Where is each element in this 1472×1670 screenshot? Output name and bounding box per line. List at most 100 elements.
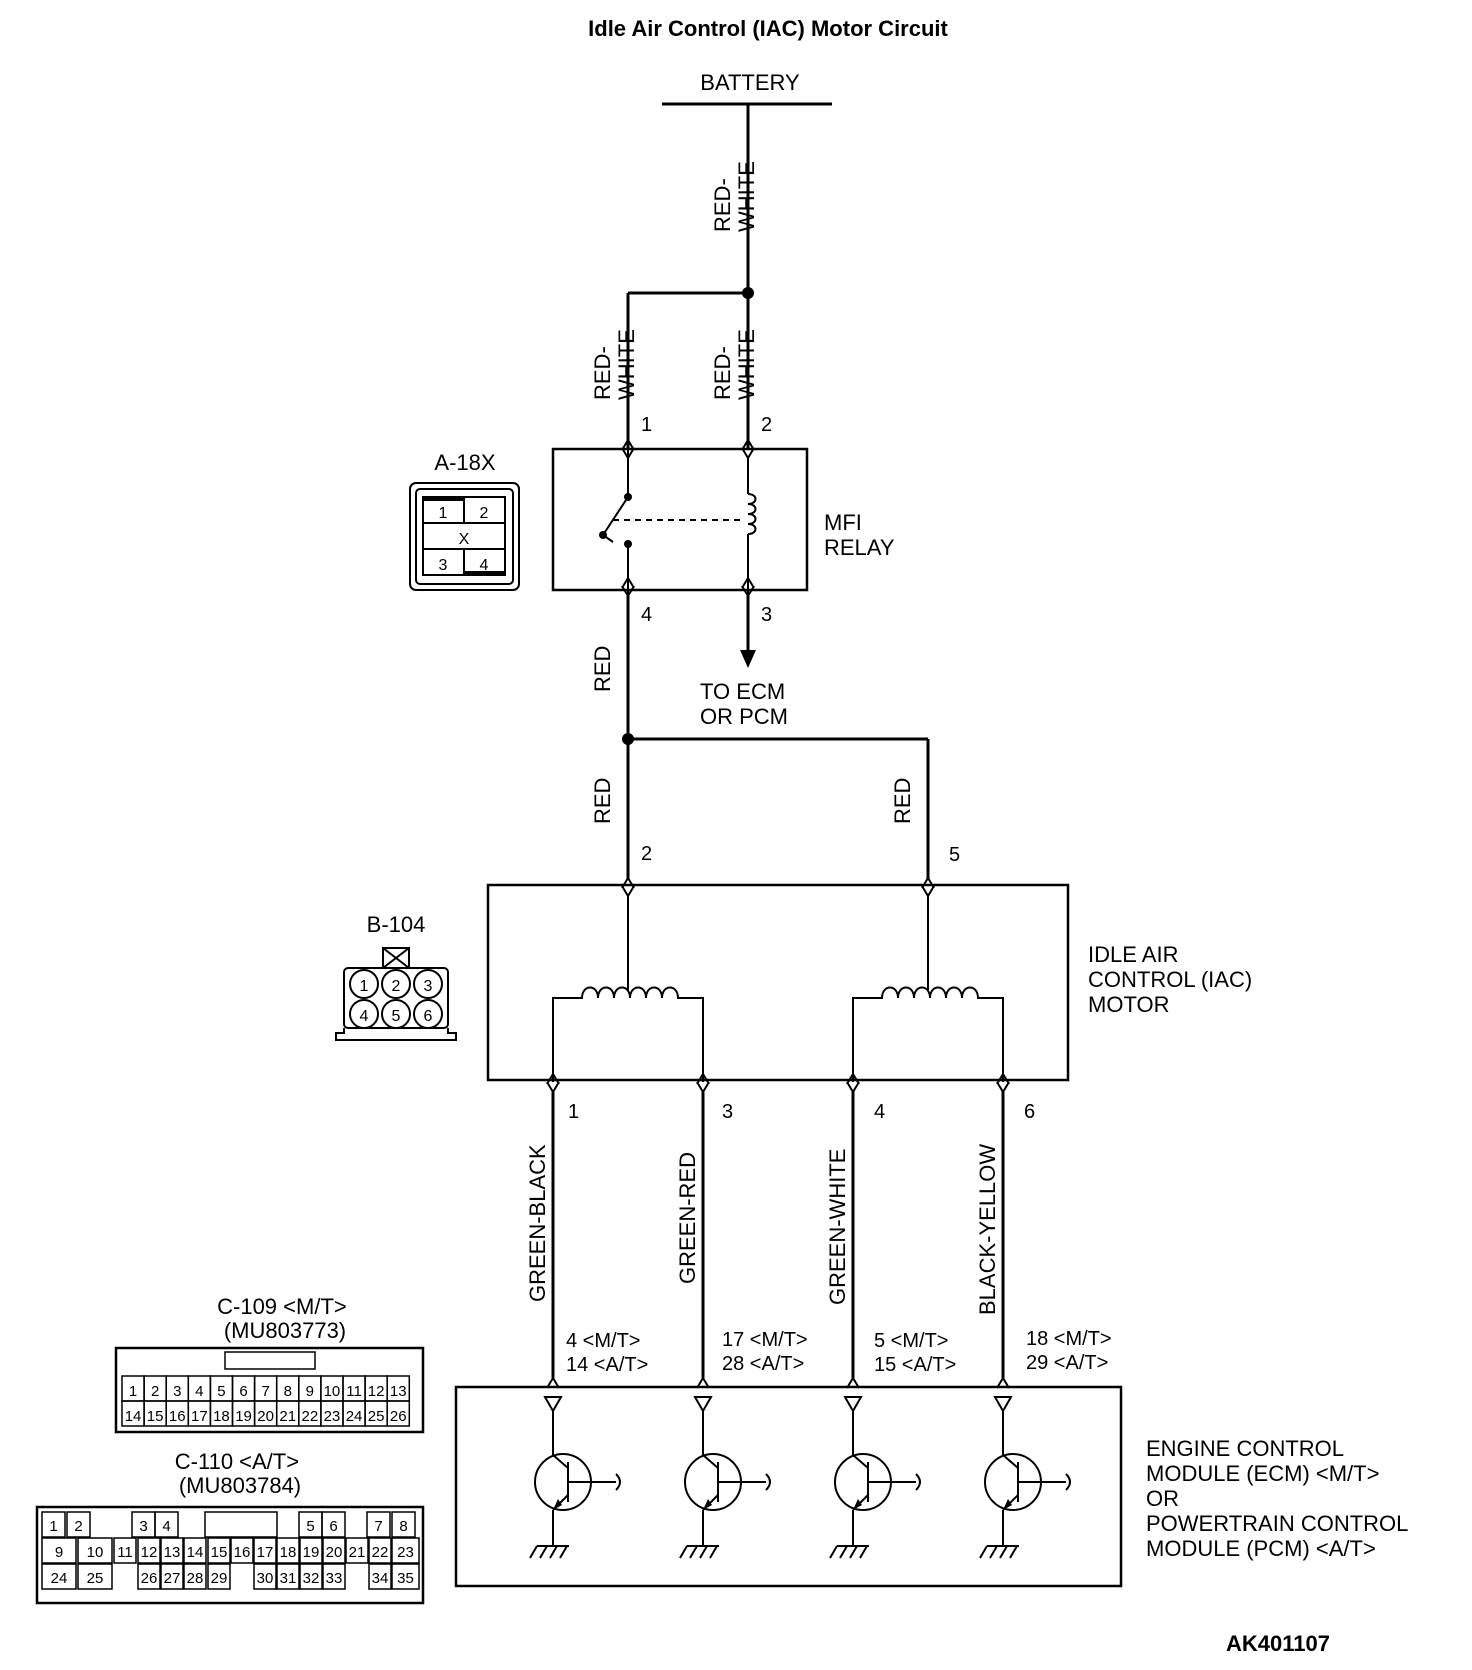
battery-label: BATTERY — [700, 70, 800, 95]
connector-pin-cell: 18 — [213, 1408, 230, 1425]
connector-pin-cell: 6 — [239, 1383, 247, 1400]
ecm-driver-1 — [529, 1377, 621, 1559]
connector-pin-cell: 27 — [164, 1570, 181, 1587]
connector-pin-cell: 19 — [303, 1544, 320, 1561]
connector-pin-cell: 20 — [257, 1408, 274, 1425]
connector-pin-cell: 8 — [399, 1518, 407, 1535]
connector-pin-cell: 12 — [368, 1383, 385, 1400]
connector-pin-cell: 29 — [211, 1570, 228, 1587]
wire-label-relay-in-2: RED- WHITE — [710, 329, 759, 400]
connector-pin-cell: 2 — [74, 1518, 82, 1535]
connector-pin-cell: 34 — [372, 1570, 389, 1587]
connector-pin-cell: 15 — [147, 1408, 164, 1425]
connector-pin-cell: 1 — [49, 1518, 57, 1535]
connector-pin-cell: 10 — [324, 1383, 341, 1400]
connector-pin-cell: 17 — [191, 1408, 208, 1425]
connector-pin-cell: 18 — [280, 1544, 297, 1561]
connector-pin-cell: 31 — [280, 1570, 297, 1587]
connector-pin-cell: 26 — [141, 1570, 158, 1587]
connector-pin-cell: 1 — [129, 1383, 137, 1400]
connector-pin-cell: 12 — [141, 1544, 158, 1561]
ecm-driver-2 — [679, 1377, 771, 1559]
connector-pin-cell: 21 — [279, 1408, 296, 1425]
connector-pin-cell: 5 — [217, 1383, 225, 1400]
c109-label: C-109 <M/T> (MU803773) — [217, 1294, 353, 1343]
connector-pin-cell: 14 — [187, 1544, 204, 1561]
relay-name: MFI RELAY — [824, 510, 895, 560]
ecm-name: ENGINE CONTROL MODULE (ECM) <M/T> OR POW… — [1146, 1436, 1414, 1561]
svg-text:3: 3 — [439, 557, 448, 574]
wire-label-black-yellow: BLACK-YELLOW — [975, 1144, 1000, 1315]
connector-pin-cell: 24 — [346, 1408, 363, 1425]
connector-pin-cell: 20 — [326, 1544, 343, 1561]
svg-text:5: 5 — [392, 1008, 401, 1025]
connector-pin-cell: 33 — [326, 1570, 343, 1587]
connector-pin-cell: 25 — [87, 1570, 104, 1587]
connector-pin-cell: 30 — [257, 1570, 274, 1587]
connector-pin-cell: 2 — [151, 1383, 159, 1400]
relay-pin-2: 2 — [761, 414, 772, 436]
mfi-relay-box — [551, 447, 809, 592]
connector-pin-cell: 26 — [390, 1408, 407, 1425]
relay-connector-label: A-18X — [434, 450, 495, 475]
iac-connector-face: 1 2 3 4 5 6 — [335, 947, 457, 1041]
svg-text:6: 6 — [424, 1008, 433, 1025]
iac-motor-box — [486, 883, 1070, 1082]
ecm-pin-label-2: 17 <M/T> 28 <A/T> — [722, 1329, 813, 1375]
svg-text:1: 1 — [439, 505, 448, 522]
connector-pin-cell: 4 — [162, 1518, 170, 1535]
svg-text:3: 3 — [424, 978, 433, 995]
drawing-code: AK401107 — [1226, 1631, 1330, 1656]
svg-text:4: 4 — [480, 557, 489, 574]
relay-connector-face: 1 2 X 3 4 — [409, 482, 520, 591]
c110-label: C-110 <A/T> (MU803784) — [175, 1449, 305, 1498]
iac-pin-4: 4 — [874, 1101, 885, 1123]
iac-pin-5: 5 — [949, 844, 960, 866]
relay-pin-1: 1 — [641, 414, 652, 436]
connector-pin-cell: 15 — [211, 1544, 228, 1561]
wire-label-iac-feed-2: RED — [590, 778, 615, 824]
connector-pin-cell: 9 — [306, 1383, 314, 1400]
wire-label-iac-feed-5: RED — [890, 778, 915, 824]
wire-label-relay-in-1: RED- WHITE — [590, 329, 639, 400]
connector-pin-cell: 14 — [125, 1408, 142, 1425]
connector-pin-cell: 10 — [87, 1544, 104, 1561]
connector-pin-cell: 23 — [397, 1544, 414, 1561]
relay-pin-4: 4 — [641, 604, 652, 626]
wire-label-green-black: GREEN-BLACK — [525, 1144, 550, 1302]
connector-pin-cell: 24 — [51, 1570, 68, 1587]
iac-pin-1: 1 — [568, 1101, 579, 1123]
ecm-driver-3 — [829, 1377, 921, 1559]
connector-pin-cell: 7 — [261, 1383, 269, 1400]
connector-pin-cell: 5 — [306, 1518, 314, 1535]
connector-pin-cell: 11 — [346, 1383, 362, 1400]
connector-pin-cell: 6 — [329, 1518, 337, 1535]
iac-pin-3: 3 — [722, 1101, 733, 1123]
connector-pin-cell: 32 — [303, 1570, 320, 1587]
connector-pin-cell: 3 — [139, 1518, 147, 1535]
ecm-box — [454, 1385, 1123, 1588]
svg-text:1: 1 — [360, 978, 369, 995]
connector-pin-cell: 17 — [257, 1544, 274, 1561]
wire-label-green-red: GREEN-RED — [675, 1152, 700, 1284]
ecm-pin-label-4: 18 <M/T> 29 <A/T> — [1026, 1328, 1117, 1374]
svg-text:2: 2 — [392, 978, 401, 995]
connector-pin-cell: 23 — [324, 1408, 341, 1425]
relay-pin-3: 3 — [761, 604, 772, 626]
svg-text:X: X — [459, 531, 470, 548]
ecm-pin-label-1: 4 <M/T> 14 <A/T> — [566, 1330, 648, 1376]
to-ecm-label: TO ECM OR PCM — [700, 679, 791, 729]
svg-text:4: 4 — [360, 1008, 369, 1025]
connector-pin-cell: 22 — [372, 1544, 389, 1561]
wire-label-battery-main: RED- WHITE — [710, 161, 759, 232]
connector-pin-cell: 28 — [187, 1570, 204, 1587]
connector-pin-cell: 7 — [374, 1518, 382, 1535]
wire-label-relay-out: RED — [590, 646, 615, 692]
connector-pin-cell: 22 — [302, 1408, 319, 1425]
connector-pin-cell: 3 — [173, 1383, 181, 1400]
diagram-title: Idle Air Control (IAC) Motor Circuit — [588, 16, 948, 41]
connector-pin-cell: 8 — [284, 1383, 292, 1400]
